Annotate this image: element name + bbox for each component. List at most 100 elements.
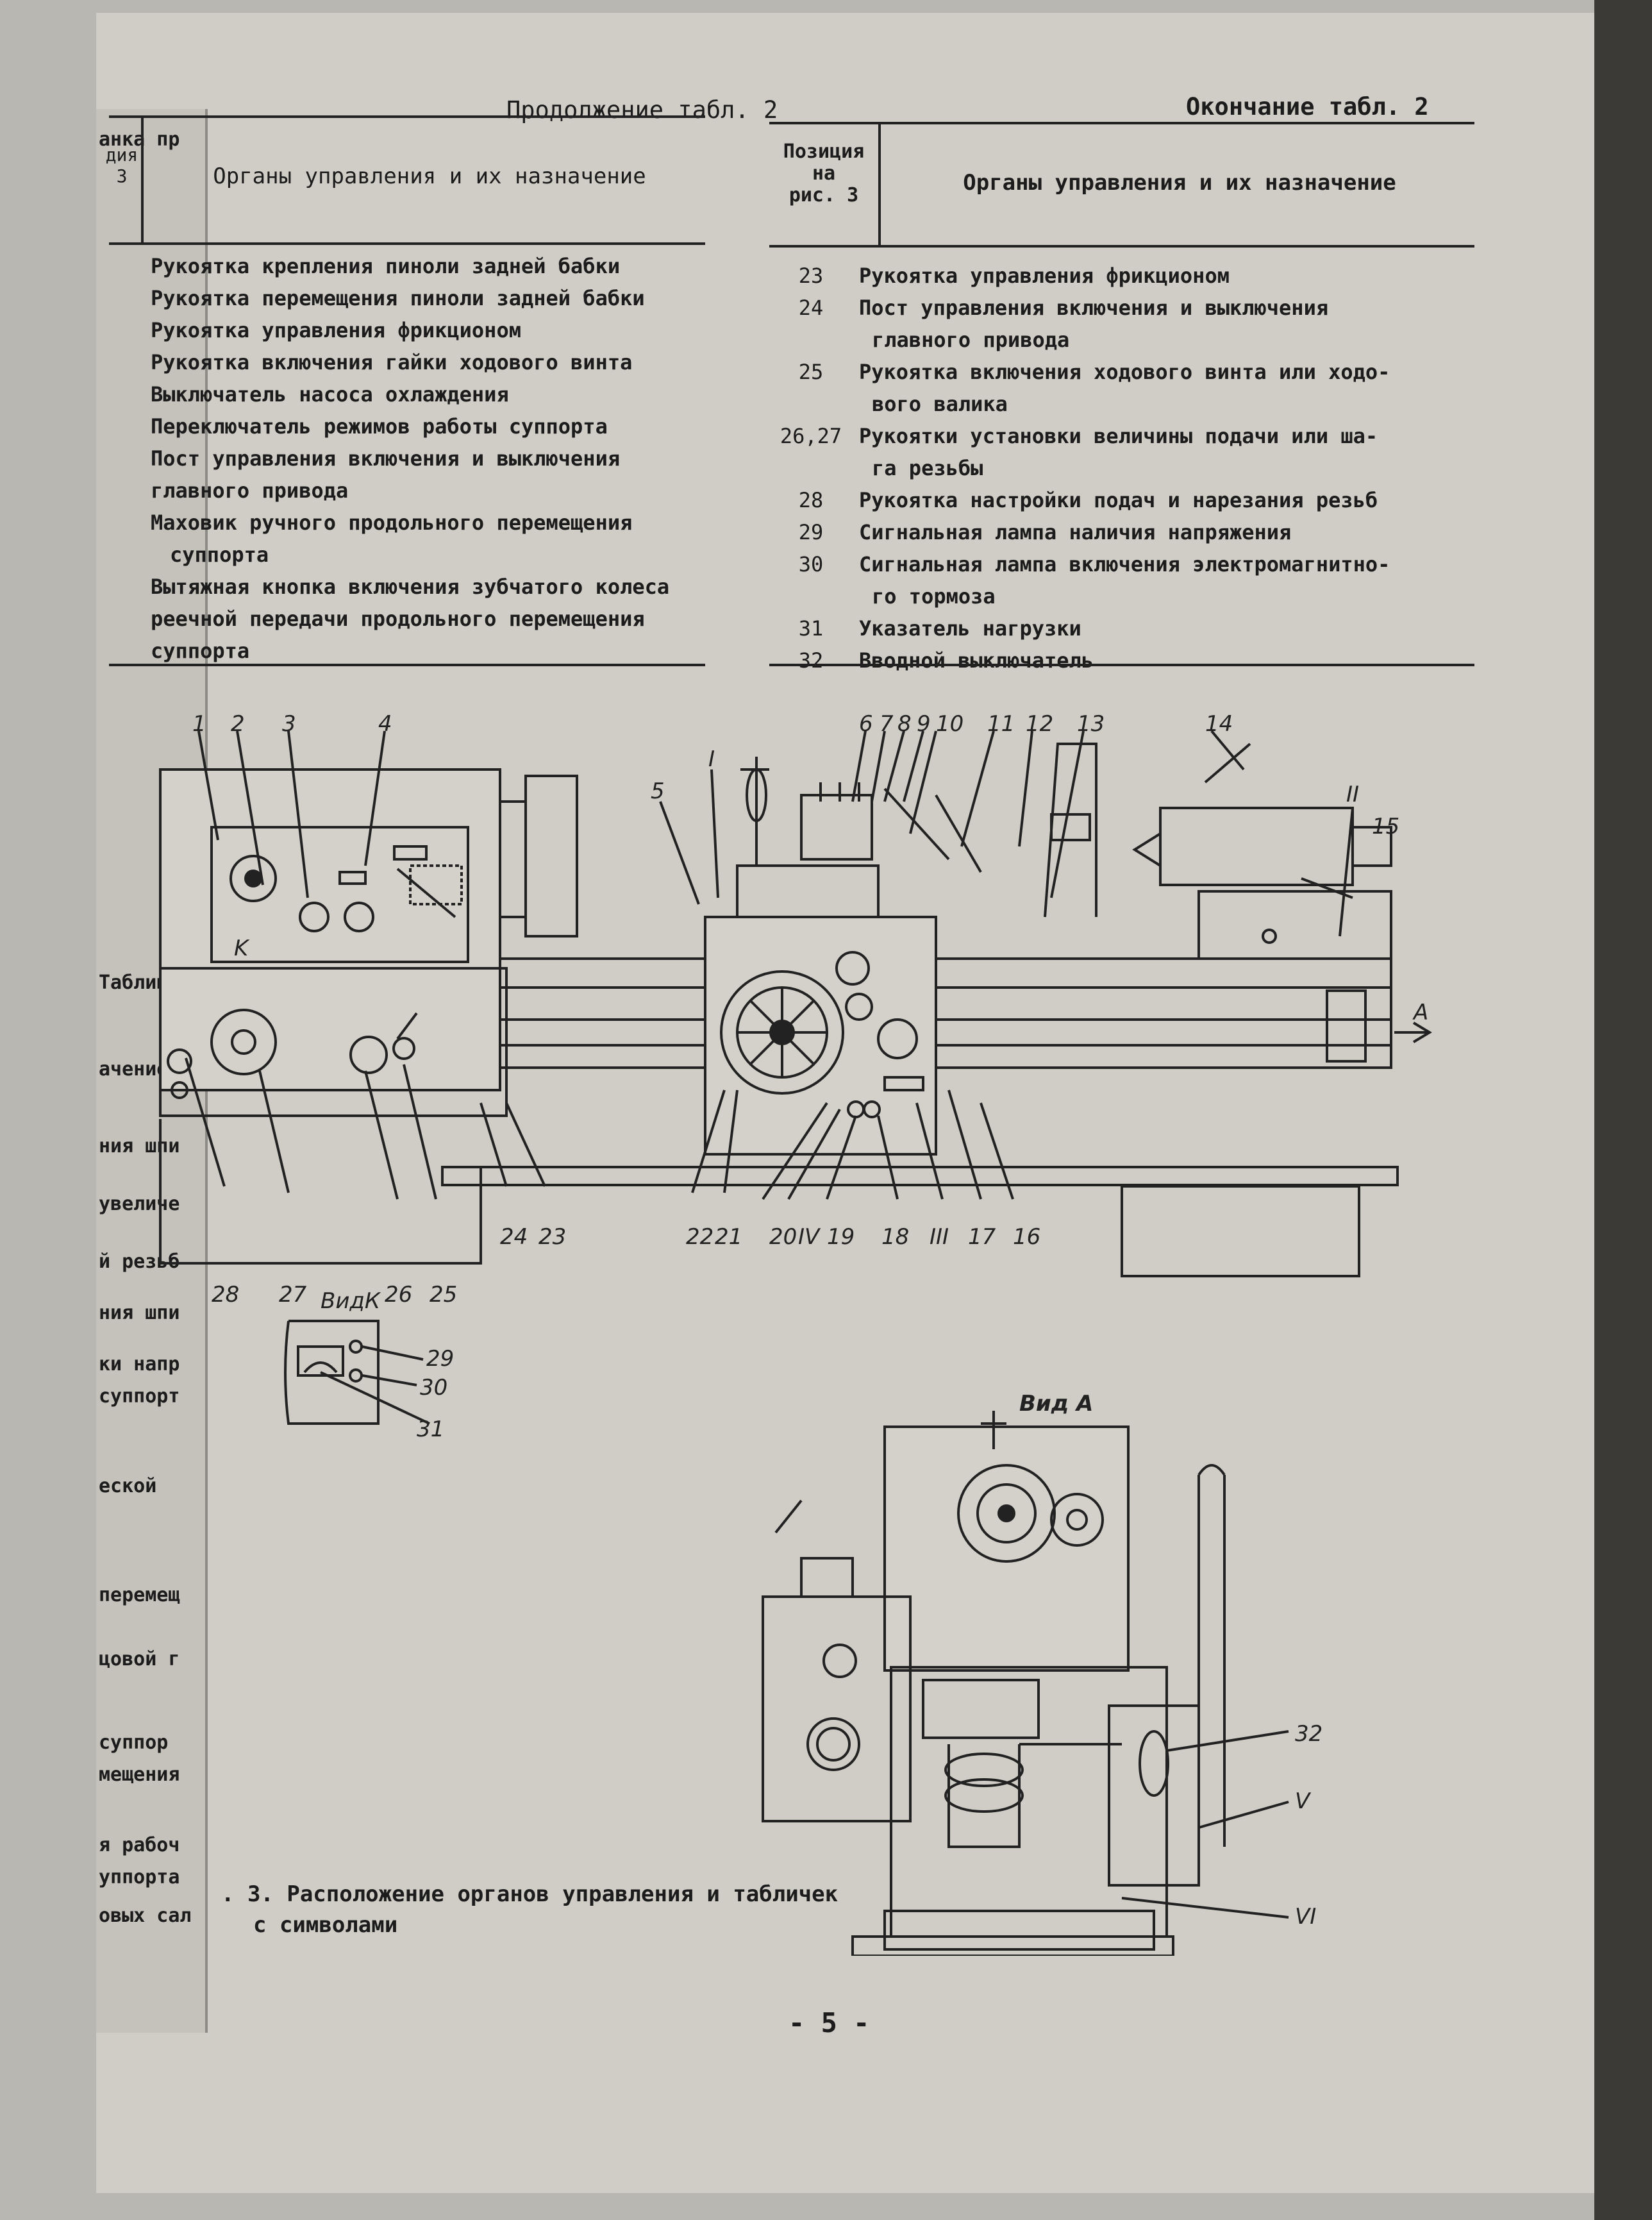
figure-label: K: [234, 936, 250, 961]
table-row: главного привода: [872, 328, 1070, 352]
column-header-position: дия 3: [105, 144, 138, 187]
table-rule: [769, 122, 1474, 124]
figure-label: III: [930, 1224, 949, 1250]
figure-label: 30: [420, 1375, 447, 1400]
table-divider: [878, 122, 881, 247]
figure-label: I: [708, 746, 715, 772]
table-rule: [769, 245, 1474, 248]
fragment: й резьб: [99, 1250, 180, 1273]
fragment: суппорт: [99, 1385, 180, 1408]
figure-label: 1: [192, 711, 206, 737]
figure-label: 3: [282, 711, 296, 737]
figure-label: 16: [1013, 1224, 1040, 1250]
figure-label: 15: [1372, 814, 1399, 839]
figure-label: 14: [1205, 711, 1233, 737]
fragment: мещения: [99, 1763, 180, 1786]
figure-label: 26: [385, 1282, 412, 1308]
figure-label: 5: [651, 778, 665, 804]
figure-label: II: [1346, 782, 1359, 807]
table-row: реечной передачи продольного перемещения: [151, 607, 645, 631]
figure-label: 31: [417, 1417, 444, 1442]
table-row: Выключатель насоса охлаждения: [151, 382, 509, 407]
table-continuation-left: Продолжение табл. 2: [506, 96, 778, 124]
figure-label: 22: [686, 1224, 713, 1250]
fragment: анка пр: [99, 128, 180, 151]
fragment: ки напр: [99, 1353, 180, 1375]
figure-label: 18: [881, 1224, 909, 1250]
table-row: га резьбы: [872, 456, 983, 480]
fragment: цовой г: [99, 1648, 180, 1670]
figure-label: 32: [1295, 1721, 1322, 1747]
figure-label: 7: [880, 711, 894, 737]
table-row: Пост управления включения и выключения: [151, 446, 621, 471]
table-row: Вытяжная кнопка включения зубчатого коле…: [151, 575, 670, 599]
table-row: Переключатель режимов работы суппорта: [151, 414, 608, 439]
figure-label: VI: [1295, 1904, 1316, 1930]
column-header-controls: Органы управления и их назначение: [213, 164, 646, 189]
fragment: овых сал: [99, 1905, 192, 1927]
table-row: суппорта: [151, 639, 250, 663]
caption-line: . 3. Расположение органов управления и т…: [221, 1881, 839, 1907]
fragment: суппор: [99, 1731, 169, 1754]
figure-label: 24: [500, 1224, 528, 1250]
table-row: Рукоятка управления фрикционом: [151, 318, 521, 342]
fragment: еской: [99, 1475, 157, 1497]
table-rule: [109, 115, 705, 118]
table-divider: [141, 115, 144, 244]
figure-label: 6: [859, 711, 873, 737]
lathe-drawing: 1 2 3 4 5 I 6 7 8 9 10 11 12 13 14 15 II…: [159, 711, 1432, 1956]
fragment: уппорта: [99, 1866, 180, 1888]
figure-caption: . 3. Расположение органов управления и т…: [221, 1879, 838, 1940]
figure-label: 23: [538, 1224, 566, 1250]
figure-label: 29: [426, 1346, 454, 1372]
table-row: вого валика: [872, 392, 1008, 416]
fragment: увеличе: [99, 1193, 180, 1215]
fragment: ачение: [99, 1058, 169, 1081]
figure-label: 13: [1077, 711, 1105, 737]
caption-line: с символами: [253, 1912, 398, 1938]
figure-label: 8: [897, 711, 912, 737]
figure-label: IV: [798, 1224, 821, 1250]
figure-label: 4: [378, 711, 392, 737]
figure-label: 12: [1026, 711, 1053, 737]
table-row: Рукоятка крепления пиноли задней бабки: [151, 254, 621, 278]
table-rule: [769, 664, 1474, 666]
fragment: ния шпи: [99, 1302, 180, 1324]
table-row: Рукоятка включения гайки ходового винта: [151, 350, 633, 374]
left-table-rows: Рукоятка крепления пиноли задней бабки Р…: [151, 250, 669, 667]
figure-label: 17: [968, 1224, 996, 1250]
table-row: главного привода: [151, 478, 349, 503]
table-continuation-right: Окончание табл. 2: [1186, 93, 1429, 121]
fragment: я рабоч: [99, 1834, 180, 1856]
figure-label: A: [1412, 1000, 1428, 1025]
table-row: го тормоза: [872, 584, 996, 609]
figure-label: 25: [430, 1282, 457, 1308]
figure-label: V: [1295, 1788, 1312, 1814]
fragment: перемещ: [99, 1584, 180, 1606]
column-header-controls: Органы управления и их назначение: [963, 170, 1396, 196]
figure-label: 20: [769, 1224, 797, 1250]
view-k-label: ВидК: [321, 1288, 381, 1314]
figure-label: 27: [279, 1282, 307, 1308]
figure-label: 2: [231, 711, 245, 737]
table-rule: [109, 242, 705, 245]
table-row: Рукоятка перемещения пиноли задней бабки: [151, 286, 645, 310]
table-rule: [109, 664, 705, 666]
figure-label: 11: [987, 711, 1015, 737]
document-page: анка пр Таблица ачение ния шпи увеличе й…: [96, 13, 1609, 2193]
fragment: ния шпи: [99, 1135, 180, 1157]
figure-label: 28: [212, 1282, 239, 1308]
book-binding-shadow: [1594, 0, 1652, 2220]
column-header-position: Позиция на рис. 3: [783, 140, 865, 206]
table-row: суппорта: [170, 542, 269, 567]
figure-label: 21: [715, 1224, 742, 1250]
page-number: - 5 -: [788, 2007, 870, 2039]
